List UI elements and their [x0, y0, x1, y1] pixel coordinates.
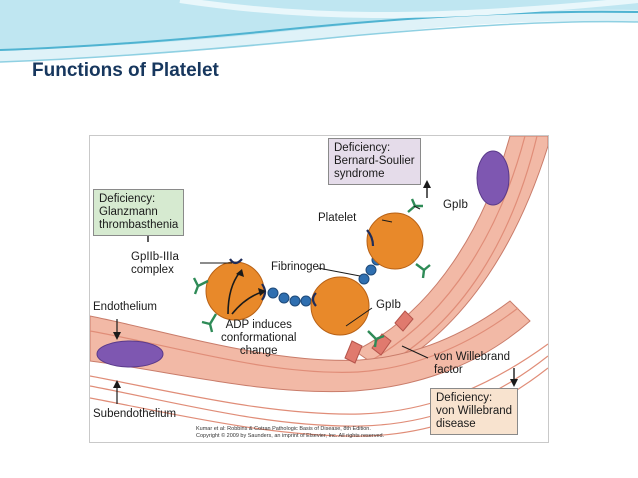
- glanzmann-line-1: Deficiency:: [99, 193, 156, 205]
- vwd-deficiency-box: Deficiency: von Willebrand disease: [430, 388, 519, 435]
- glanzmann-deficiency-box: Deficiency: Glanzmann thrombasthenia: [93, 189, 185, 236]
- adp-label: ADP induces conformational change: [221, 319, 296, 358]
- header-swoosh-decoration: [0, 0, 638, 63]
- endothelial-nucleus-upper: [476, 150, 510, 206]
- platelet-function-diagram: Deficiency: Glanzmann thrombasthenia Def…: [89, 135, 549, 443]
- glanzmann-line-2: Glanzmann: [99, 205, 158, 218]
- bernard-line-3: syndrome: [334, 167, 385, 180]
- bernard-line-1: Deficiency:: [334, 142, 391, 154]
- glanzmann-line-3: thrombasthenia: [99, 218, 179, 231]
- platelet-label: Platelet: [318, 212, 357, 224]
- gpib-top-label: GpIb: [443, 199, 468, 211]
- citation-line-2: Copyright © 2009 by Saunders, an imprint…: [196, 432, 385, 439]
- bernard-line-2: Bernard-Soulier: [334, 154, 415, 167]
- gpib-receptors: [192, 198, 431, 348]
- gpib-mid-label: GpIb: [376, 299, 401, 311]
- figure-citation: Kumar et al: Robbins & Cotran Pathologic…: [196, 426, 384, 440]
- fibrinogen-chain-1: [267, 287, 312, 307]
- vwf-line-2: factor: [434, 363, 463, 376]
- platelet-middle: [310, 276, 370, 336]
- vwd-line-1: Deficiency:: [436, 392, 493, 404]
- gpiib-iiia-label: GpIIb-IIIa complex: [131, 251, 179, 277]
- right-wall-fiber-2: [379, 136, 538, 369]
- gpiib-line-2: complex: [131, 263, 174, 276]
- vwf-line-1: von Willebrand: [434, 351, 511, 363]
- slide-title: Functions of Platelet: [32, 60, 219, 81]
- endothelial-nucleus-lower: [96, 340, 164, 368]
- lower-vessel-wall: [90, 300, 531, 393]
- lower-wall-fiber-1: [90, 307, 519, 373]
- vwd-line-2: von Willebrand: [436, 404, 513, 417]
- subendothelium-label: Subendothelium: [93, 408, 177, 420]
- endothelium-label: Endothelium: [93, 301, 157, 313]
- adp-line-1: ADP induces: [225, 319, 292, 331]
- vwf-strands: [344, 310, 414, 364]
- gpiib-receptors: [229, 229, 375, 307]
- fibrinogen-label: Fibrinogen: [271, 261, 326, 273]
- citation-line-1: Kumar et al: Robbins & Cotran Pathologic…: [196, 426, 371, 432]
- bernard-soulier-deficiency-box: Deficiency: Bernard-Soulier syndrome: [328, 138, 421, 185]
- gpiib-line-1: GpIIb-IIIa: [131, 251, 179, 263]
- vwf-label: von Willebrand factor: [434, 351, 510, 377]
- leader-lines: [200, 205, 429, 359]
- platelet-top: [366, 212, 424, 270]
- adp-line-2: conformational: [221, 331, 297, 344]
- vwd-line-3: disease: [436, 417, 476, 430]
- lower-wall-fiber-2: [90, 343, 548, 415]
- adp-line-3: change: [239, 344, 278, 357]
- right-wall-fiber-1: [369, 136, 526, 362]
